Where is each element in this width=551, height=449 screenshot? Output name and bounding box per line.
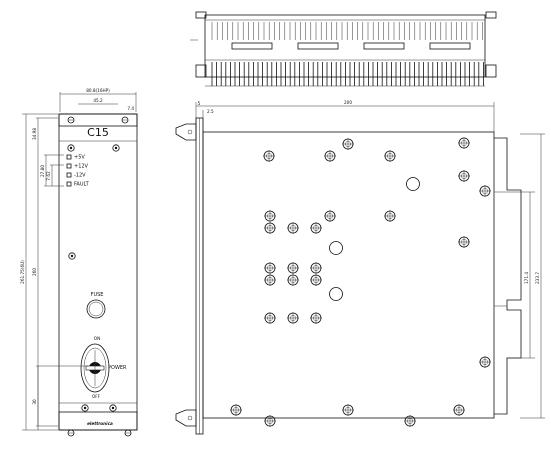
board-standoff-16 xyxy=(264,274,276,286)
indicator-12v-label: +12V xyxy=(74,164,89,170)
front-panel-screw-ml xyxy=(67,144,75,152)
top-view-slot-4 xyxy=(429,42,471,50)
dim-height-right-b: 233.7 xyxy=(535,272,540,284)
indicator-minus12v-label: -12V xyxy=(74,173,86,179)
board-standoff-7 xyxy=(479,185,491,197)
dim-inner-width: 45.2 xyxy=(93,98,103,103)
led-minus12v-icon xyxy=(66,172,72,178)
led-fault-icon xyxy=(66,181,72,187)
top-view-slot-3 xyxy=(363,42,405,50)
top-view-slot-2 xyxy=(297,42,339,50)
board-standoff-19 xyxy=(310,262,322,274)
led-12v-icon xyxy=(66,163,72,169)
board-standoff-9 xyxy=(264,222,276,234)
board-hole-2 xyxy=(329,241,343,255)
board-standoff-3 xyxy=(342,138,354,150)
front-panel-bottom-rail xyxy=(58,411,138,431)
model-label: C15 xyxy=(87,126,109,139)
board-components xyxy=(230,137,491,427)
brand-label: elettronica xyxy=(87,421,113,426)
dim-panel-width: 80.8(16HP) xyxy=(86,88,110,93)
board-standoff-23 xyxy=(310,312,322,324)
dim-offset-top-a: 5 xyxy=(198,101,201,106)
board-standoff-17 xyxy=(287,262,299,274)
board-standoff-21 xyxy=(264,312,276,324)
board-hole-3 xyxy=(329,287,343,301)
top-view-right-bracket-bottom xyxy=(485,64,497,78)
dim-mid-offset-b: 7.62 xyxy=(46,171,51,181)
heatsink-lower-fins xyxy=(205,62,485,87)
board-standoff-26 xyxy=(264,415,276,427)
dim-offset-top-b: 2.5 xyxy=(207,109,214,114)
led-5v-icon xyxy=(66,154,72,160)
board-standoff-22 xyxy=(287,312,299,324)
board-hole-1 xyxy=(406,177,420,191)
fuse-holder xyxy=(86,299,106,319)
power-switch xyxy=(80,343,110,393)
board-standoff-5 xyxy=(458,137,470,149)
dim-gap-right: 7.4 xyxy=(127,106,134,111)
indicator-5v-label: +5V xyxy=(74,155,85,161)
board-standoff-1 xyxy=(263,150,275,162)
board-standoff-25 xyxy=(230,404,242,416)
top-view xyxy=(190,11,497,87)
switch-off-label: OFF xyxy=(92,394,101,399)
board-standoff-2 xyxy=(324,150,336,162)
side-view: 5 2.5 200 171.4 233.7 xyxy=(175,100,545,435)
side-view-handle-top xyxy=(175,123,197,141)
power-label: POWER xyxy=(108,365,127,371)
indicator-12v: +12V xyxy=(66,163,89,170)
front-panel-screw-bot-r xyxy=(124,429,132,437)
board-standoff-12 xyxy=(324,210,336,222)
side-view-handle-bottom xyxy=(175,409,197,427)
switch-on-label: ON xyxy=(94,336,100,341)
front-panel-screw-tr xyxy=(121,116,129,124)
dim-mid-offset-a: 27.80 xyxy=(40,165,45,177)
board-standoff-28 xyxy=(404,415,416,427)
circuit-board xyxy=(202,131,495,419)
indicator-fault: FAULT xyxy=(66,181,90,188)
dim-depth: 200 xyxy=(344,100,352,105)
front-panel-screw-mr xyxy=(112,144,120,152)
front-panel-screw-br xyxy=(109,404,117,412)
board-standoff-20 xyxy=(310,274,322,286)
front-panel-top-rail xyxy=(58,113,138,127)
top-view-left-bracket xyxy=(195,11,207,19)
front-panel-view: 80.8(16HP) 45.2 7.4 C15 +5V +12V xyxy=(20,88,138,437)
front-panel-screw-bl xyxy=(81,404,89,412)
front-panel-screw-mid xyxy=(68,252,76,260)
indicator-5v: +5V xyxy=(66,154,85,161)
dim-height-inner: 260 xyxy=(32,268,37,276)
board-standoff-13 xyxy=(384,210,396,222)
board-standoff-24 xyxy=(479,356,491,368)
front-panel-screw-bot-l xyxy=(67,429,75,437)
board-standoff-10 xyxy=(287,222,299,234)
board-standoff-6 xyxy=(458,170,470,182)
board-standoff-18 xyxy=(287,274,299,286)
dim-top-offset: 34.98 xyxy=(32,128,37,140)
board-standoff-14 xyxy=(458,236,470,248)
board-standoff-8 xyxy=(264,210,276,222)
front-panel-screw-tl xyxy=(67,116,75,124)
board-standoff-4 xyxy=(384,150,396,162)
dim-bottom-offset: 30 xyxy=(32,399,37,405)
heatsink-upper-ribs xyxy=(211,22,483,40)
board-standoff-15 xyxy=(264,262,276,274)
fuse-label: FUSE xyxy=(91,292,104,298)
dim-height-total: 261.75(6U) xyxy=(20,260,25,284)
board-standoff-27 xyxy=(342,404,354,416)
front-panel-outline xyxy=(58,113,138,431)
indicator-minus12v: -12V xyxy=(66,172,86,179)
dim-height-right-a: 171.4 xyxy=(524,272,529,284)
indicator-fault-label: FAULT xyxy=(74,182,90,188)
top-view-left-bracket-bottom xyxy=(195,64,207,78)
board-standoff-11 xyxy=(310,222,322,234)
top-view-right-bracket xyxy=(485,11,497,19)
board-standoff-29 xyxy=(453,404,465,416)
rear-connector-profile xyxy=(494,137,522,415)
top-view-slot-1 xyxy=(231,42,273,50)
